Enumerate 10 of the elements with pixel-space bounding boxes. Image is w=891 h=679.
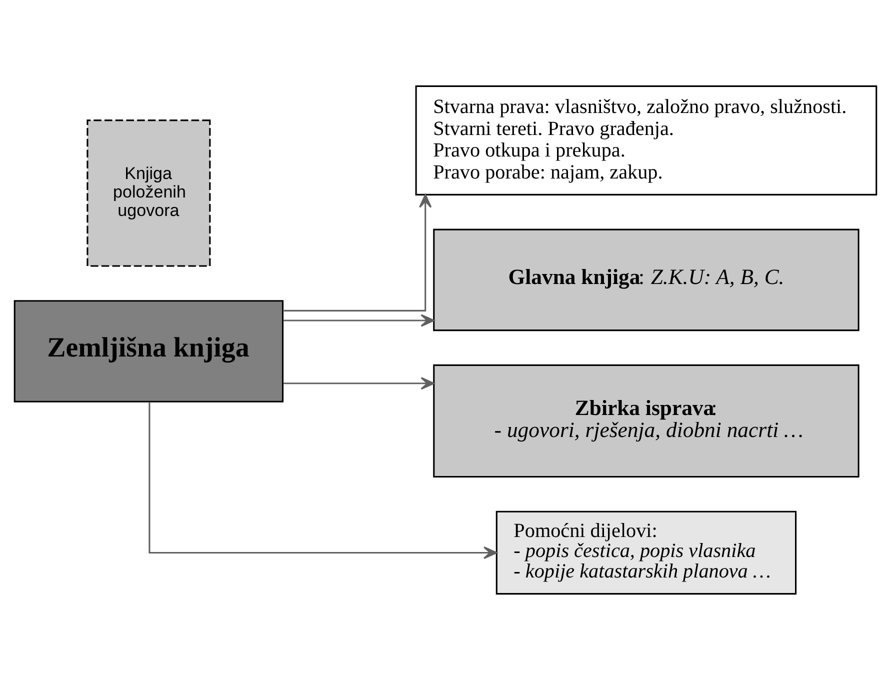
arrow xyxy=(283,314,434,326)
node-box: Zemljišna knjiga xyxy=(14,300,284,402)
node-box: Pomoćni dijelovi: - popis čestica, popis vlasnika - kopije katastarskih planova … xyxy=(496,510,797,594)
node-box: Glavna knjiga: Z.K.U: A, B, C. xyxy=(433,228,860,331)
node-box: Zbirka isprava: - ugovori, rješenja, diobni nacrti … xyxy=(433,364,860,478)
arrow xyxy=(283,376,434,390)
node-box: Knjiga položenih ugovora xyxy=(86,119,211,266)
arrow xyxy=(282,194,432,311)
arrow xyxy=(148,402,498,559)
node-box: Stvarna prava: vlasništvo, založno pravo, služnosti. Stvarni tereti. Pravo građenja. Pravo otkupa i prekupa. Pravo porabe: najam, zakup. xyxy=(415,84,878,195)
